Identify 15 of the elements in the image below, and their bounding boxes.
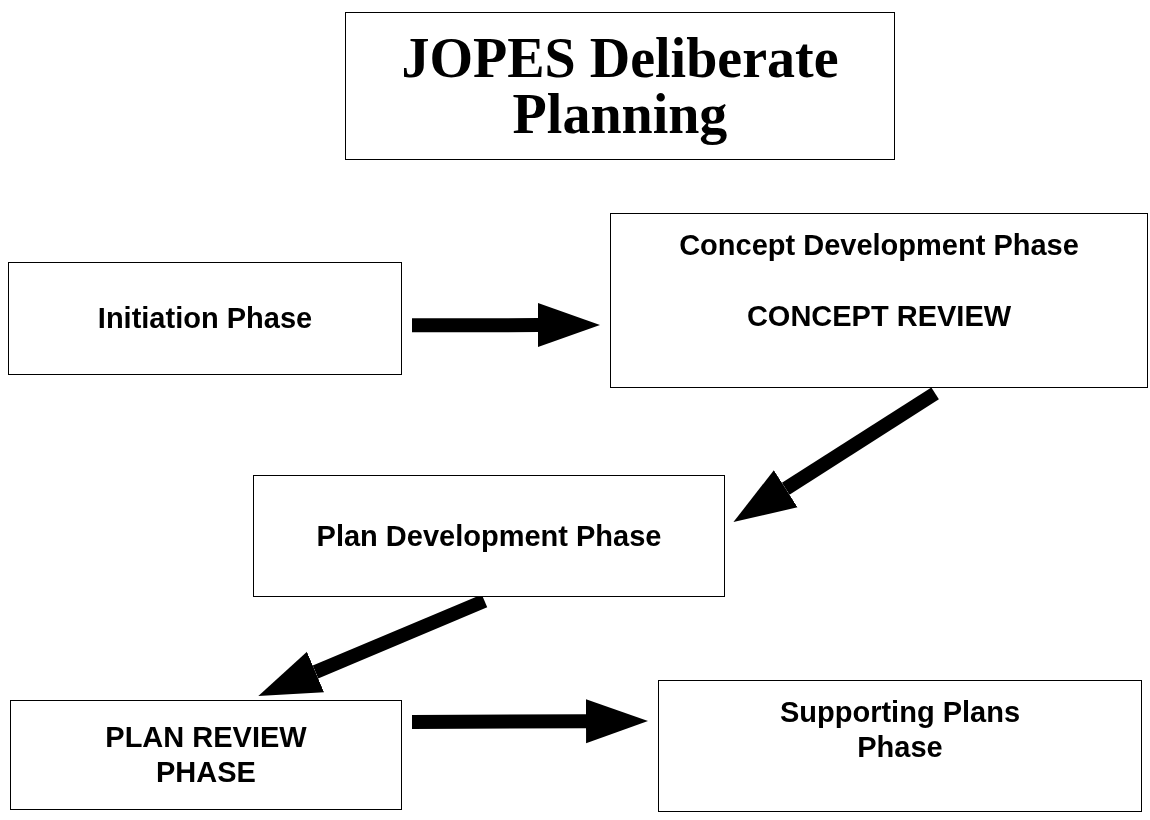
phase-box	[253, 475, 725, 597]
phase-box	[10, 700, 402, 810]
phase-label: Plan Development Phase	[316, 518, 662, 554]
phase-box	[8, 262, 402, 375]
phase-label: Concept Development Phase	[679, 228, 1079, 263]
arrow	[411, 303, 600, 348]
phase-box	[658, 680, 1142, 812]
title-box: JOPES Deliberate Planning	[345, 12, 895, 160]
arrow	[733, 387, 939, 523]
arrow	[411, 699, 648, 744]
phase-box	[610, 213, 1148, 388]
phase-label: Initiation Phase	[97, 301, 313, 336]
phase-label: CONCEPT REVIEW	[746, 298, 1012, 334]
phase-label: PLAN REVIEW PHASE	[104, 720, 308, 790]
phase-label: Supporting Plans Phase	[778, 695, 1022, 765]
